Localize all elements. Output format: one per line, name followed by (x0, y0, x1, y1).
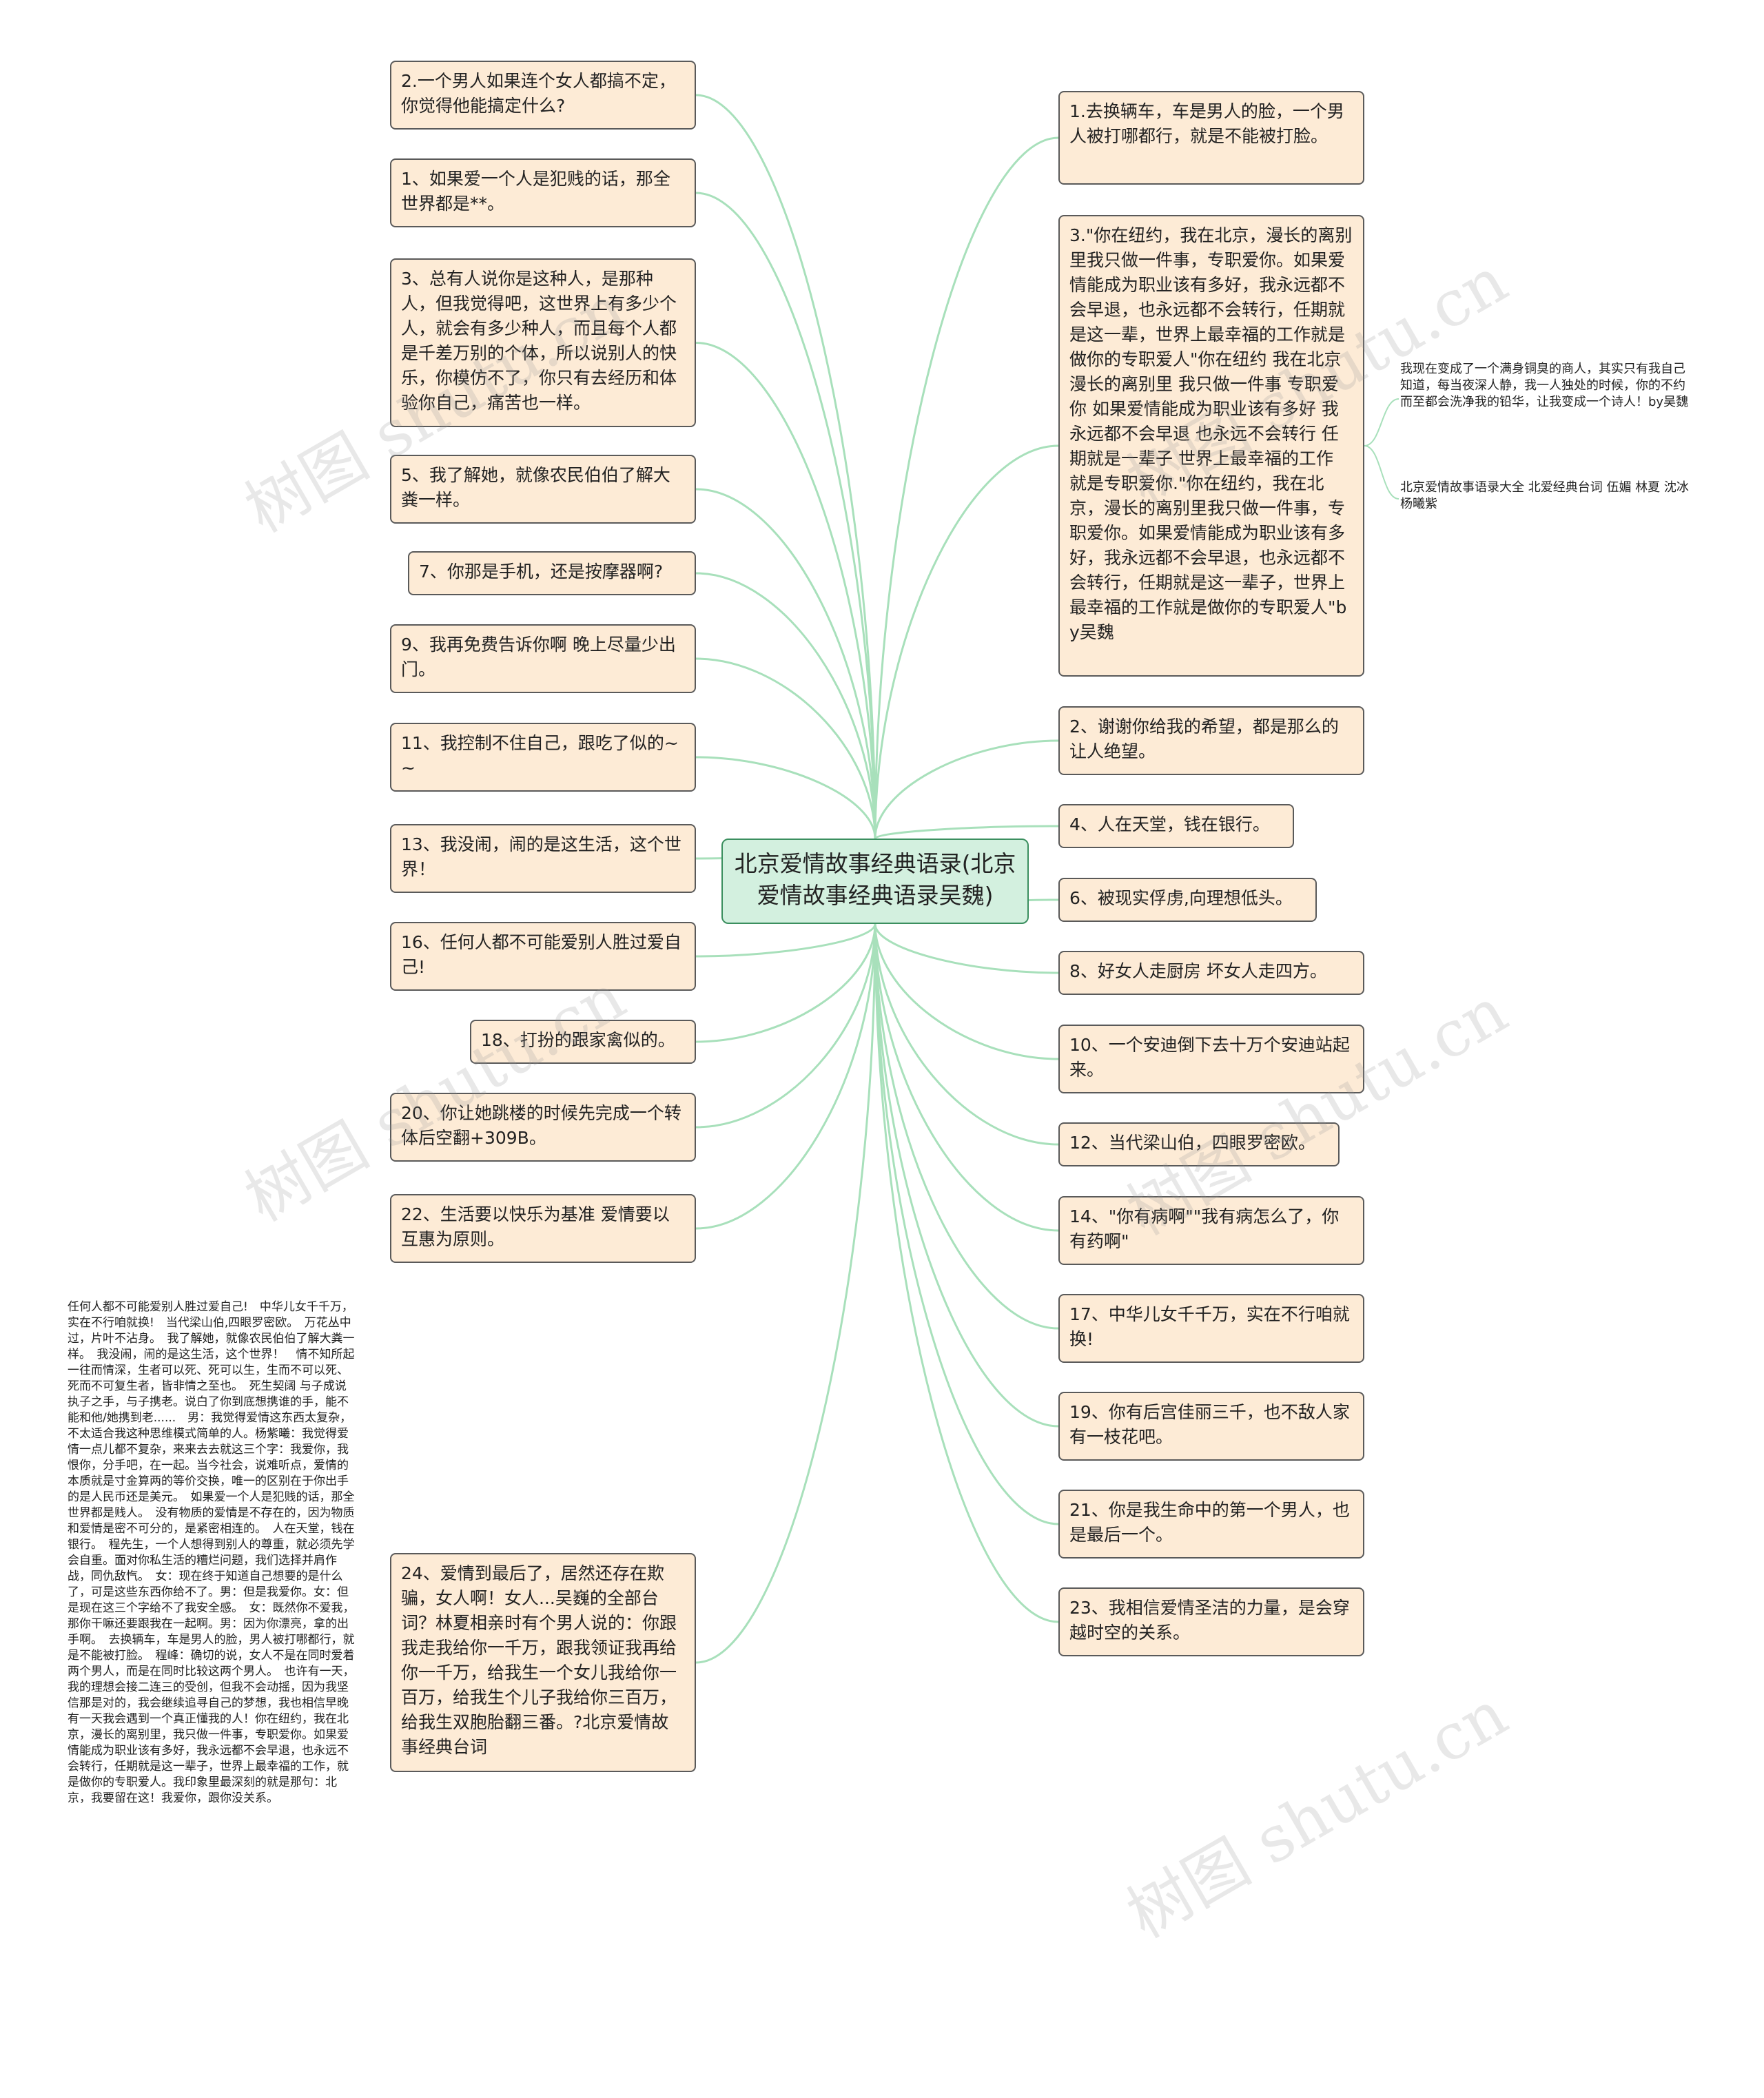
connector-line (695, 192, 876, 839)
right-branch-node[interactable]: 2、谢谢你给我的希望，都是那么的让人绝望。 (1058, 706, 1364, 775)
left-branch-node[interactable]: 9、我再免费告诉你啊 晚上尽量少出门。 (390, 624, 696, 693)
left-branch-node[interactable]: 7、你那是手机，还是按摩器啊? (408, 551, 696, 595)
connector-line (695, 94, 876, 839)
left-branch-node[interactable]: 1、如果爱一个人是犯贱的话，那全世界都是**。 (390, 158, 696, 227)
connector-line (1364, 398, 1399, 446)
connector-line (874, 923, 1059, 1146)
side-note: 我现在变成了一个满身铜臭的商人，其实只有我自己知道，每当夜深人静，我一人独处的时… (1400, 362, 1689, 409)
connector-line (695, 342, 876, 839)
left-branch-node[interactable]: 5、我了解她，就像农民伯伯了解大粪一样。 (390, 455, 696, 524)
connector-line (874, 923, 1059, 1232)
connector-line (695, 923, 876, 1043)
right-branch-node[interactable]: 19、你有后宫佳丽三千，也不敌人家有一枝花吧。 (1058, 1392, 1364, 1461)
connector-line (874, 923, 1059, 1330)
right-branch-node[interactable]: 10、一个安迪倒下去十万个安迪站起来。 (1058, 1025, 1364, 1093)
right-branch-node[interactable]: 8、好女人走厨房 坏女人走四方。 (1058, 951, 1364, 995)
connector-line (695, 923, 876, 1664)
right-branch-node[interactable]: 3."你在纽约，我在北京，漫长的离别里我只做一件事，专职爱你。如果爱情能成为职业… (1058, 215, 1364, 677)
connector-line (874, 923, 1059, 1060)
right-branch-node[interactable]: 17、中华儿女千千万，实在不行咱就换! (1058, 1294, 1364, 1363)
left-branch-node[interactable]: 22、生活要以快乐为基准 爱情要以互惠为原则。 (390, 1194, 696, 1263)
left-branch-node[interactable]: 20、你让她跳楼的时候先完成一个转体后空翻+309B。 (390, 1093, 696, 1162)
right-branch-node[interactable]: 12、当代梁山伯，四眼罗密欧。 (1058, 1122, 1340, 1166)
connector-line (874, 825, 1059, 840)
right-branch-node[interactable]: 23、我相信爱情圣洁的力量，是会穿越时空的关系。 (1058, 1587, 1364, 1656)
left-branch-node[interactable]: 18、打扮的跟家禽似的。 (470, 1020, 696, 1064)
connector-line (874, 136, 1059, 839)
connector-line (695, 923, 876, 1129)
left-branch-node[interactable]: 13、我没闹，闹的是这生活，这个世界！ (390, 824, 696, 893)
connector-line (695, 488, 876, 839)
connector-line (874, 923, 1059, 974)
connector-line (1364, 445, 1399, 500)
left-branch-node[interactable]: 24、爱情到最后了，居然还存在欺骗，女人啊！女人...吴巍的全部台词？林夏相亲时… (390, 1553, 696, 1772)
right-branch-node[interactable]: 6、被现实俘虏,向理想低头。 (1058, 878, 1317, 922)
connector-line (695, 657, 876, 839)
connector-line (874, 923, 1059, 1428)
right-branch-node[interactable]: 21、你是我生命中的第一个男人，也是最后一个。 (1058, 1490, 1364, 1559)
left-branch-node[interactable]: 2.一个男人如果连个女人都搞不定，你觉得他能搞定什么? (390, 61, 696, 130)
right-branch-node[interactable]: 1.去换辆车，车是男人的脸，一个男人被打哪都行，就是不能被打脸。 (1058, 91, 1364, 185)
connector-line (874, 739, 1059, 839)
right-branch-node[interactable]: 14、"你有病啊""我有病怎么了，你有药啊" (1058, 1196, 1364, 1265)
connector-line (695, 923, 876, 1230)
right-branch-node[interactable]: 4、人在天堂，钱在银行。 (1058, 804, 1294, 848)
connector-line (874, 923, 1059, 1525)
left-note-text: 任何人都不可能爱别人胜过爱自己! 中华儿女千千万，实在不行咱就换! 当代梁山伯,… (68, 1300, 355, 1805)
connector-line (695, 572, 876, 839)
root-topic[interactable]: 北京爱情故事经典语录(北京爱情故事经典语录吴魏) (721, 839, 1029, 924)
left-branch-node[interactable]: 16、任何人都不可能爱别人胜过爱自己! (390, 922, 696, 991)
connector-line (695, 923, 876, 958)
side-note: 北京爱情故事语录大全 北爱经典台词 伍媚 林夏 沈冰 杨曦紫 (1400, 480, 1689, 511)
left-branch-node[interactable]: 3、总有人说你是这种人，是那种人，但我觉得吧，这世界上有多少个人，就会有多少种人… (390, 258, 696, 427)
left-branch-node[interactable]: 11、我控制不住自己，跟吃了似的~~ (390, 723, 696, 792)
connector-line (695, 756, 876, 839)
connector-line (874, 444, 1059, 839)
connector-line (874, 923, 1059, 1623)
